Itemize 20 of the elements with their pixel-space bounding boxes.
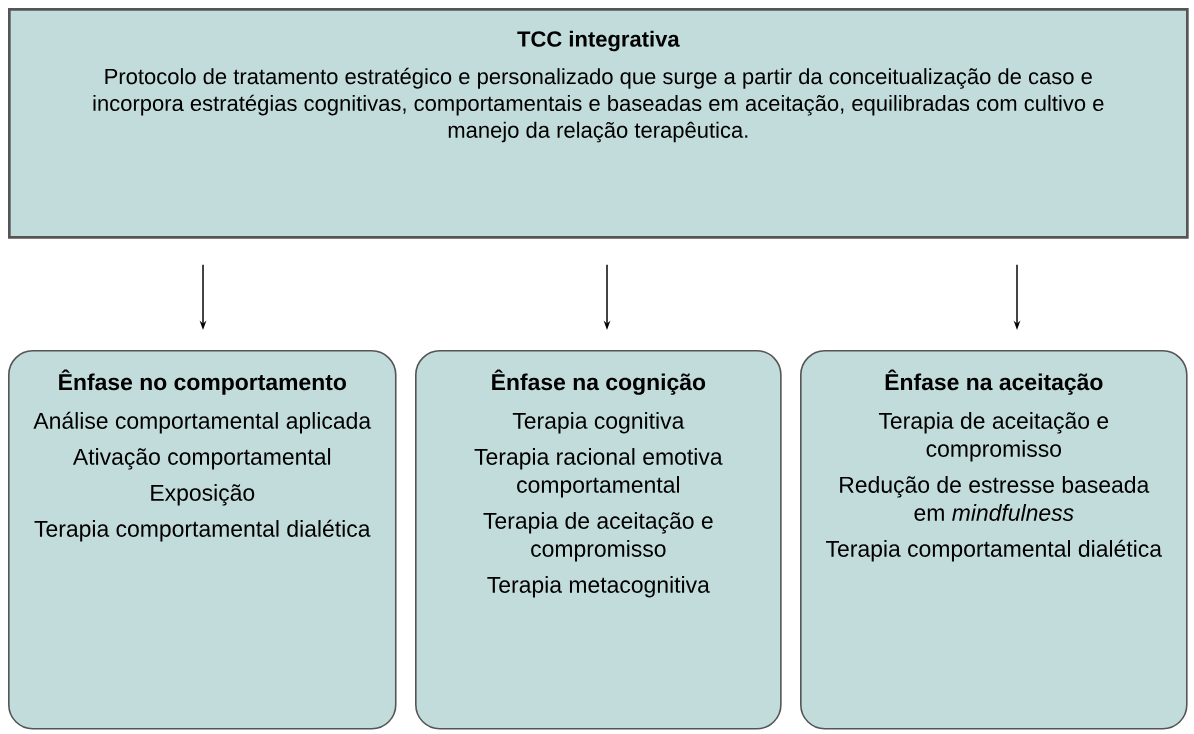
category-box: [800, 350, 1188, 730]
list-item: Terapia comportamental dialética: [826, 539, 1162, 562]
list-item: Terapia racional emotiva comportamental: [474, 448, 723, 498]
heading: Ênfase no comportamento: [59, 369, 346, 395]
heading: TCC integrativa: [517, 30, 680, 52]
heading: Ênfase na cognição: [492, 369, 706, 395]
list-item: Ativação comportamental: [72, 448, 331, 470]
description: Protocolo de tratamento estratégico e personalizado que surge a partir da conceitualização de caso e incorpora estratégias cognitivas, comportamentais e baseadas em aceitação, equilibradas com cultivo e manejo da relação terapêutica.: [93, 67, 1104, 143]
list-item: Terapia de aceitação e compromisso: [483, 512, 713, 562]
heading: Ênfase na aceitação: [885, 369, 1103, 395]
list-item: Análise comportamental aplicada: [33, 411, 372, 434]
header-box: [8, 8, 1189, 239]
list-item: Exposição: [151, 484, 255, 506]
list-item: Terapia comportamental dialética: [34, 519, 371, 542]
list-item: Terapia de aceitação e compromisso: [878, 412, 1109, 462]
category-box: [415, 350, 782, 730]
list-item: Redução de estresse baseada em mindfulness: [840, 476, 1150, 521]
list-item: Terapia cognitiva: [512, 412, 685, 434]
category-box: [8, 350, 397, 730]
list-item: Terapia metacognitiva: [487, 576, 710, 598]
